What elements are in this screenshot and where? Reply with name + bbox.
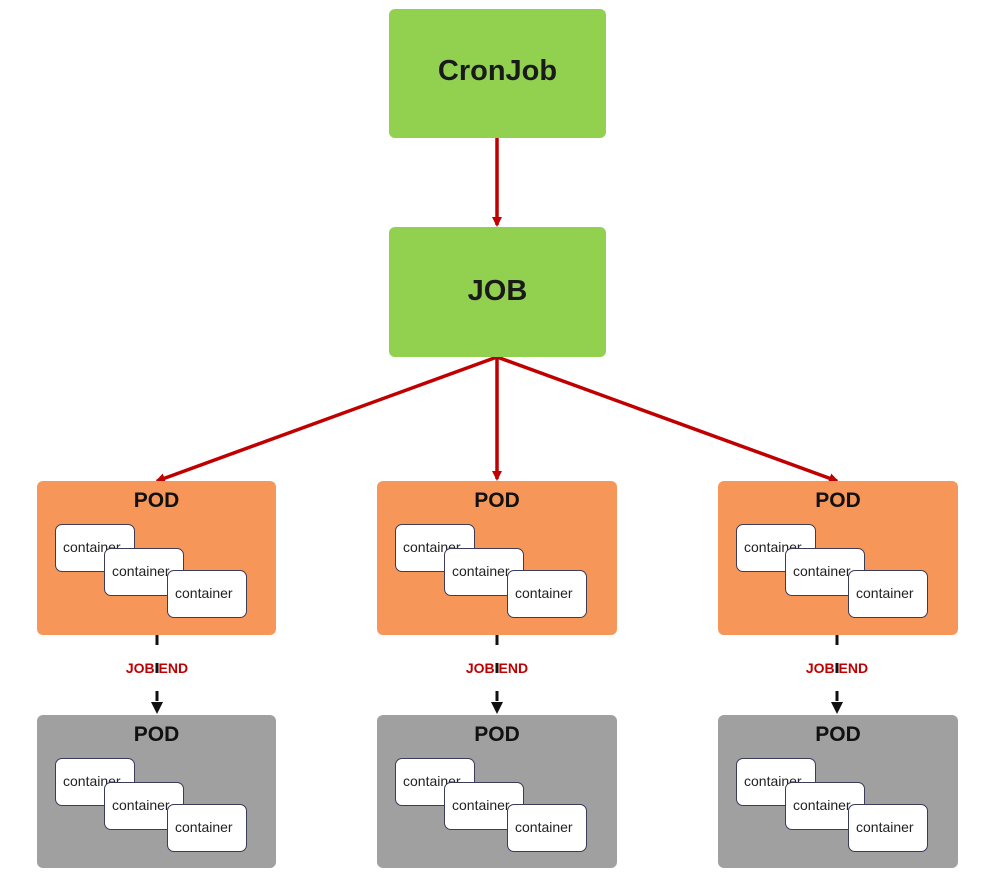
pod-title: POD <box>133 723 180 746</box>
pod-title: POD <box>474 723 520 746</box>
pod-running-3[interactable]: POD container container container <box>718 481 958 635</box>
pod-ended-1[interactable]: POD container container container <box>37 715 276 868</box>
container-box: container <box>736 758 816 806</box>
pod-ended-3[interactable]: POD container container container <box>718 715 958 868</box>
job-end-label-3: JOB END <box>805 660 869 676</box>
job-end-label-2: JOB END <box>465 660 529 676</box>
job-label: JOB <box>467 275 528 307</box>
arrow-job-to-pod-3 <box>496 355 839 483</box>
cronjob-node[interactable]: CronJob <box>389 9 606 138</box>
container-box: container <box>848 804 928 852</box>
container-box: container <box>167 570 247 618</box>
arrow-job-to-pod-1 <box>155 355 498 483</box>
pod-title: POD <box>815 489 861 512</box>
container-box: container <box>507 804 587 852</box>
job-node[interactable]: JOB <box>389 227 606 357</box>
pod-running-1[interactable]: POD container container container <box>37 481 276 635</box>
container-box: container <box>848 570 928 618</box>
pod-title: POD <box>133 489 180 512</box>
container-box: container <box>167 804 247 852</box>
pod-running-2[interactable]: POD container container container <box>377 481 617 635</box>
pod-title: POD <box>474 489 520 512</box>
container-box: container <box>507 570 587 618</box>
cronjob-label: CronJob <box>437 55 558 87</box>
job-end-label-1: JOB END <box>125 660 189 676</box>
pod-title: POD <box>815 723 861 746</box>
pod-ended-2[interactable]: POD container container container <box>377 715 617 868</box>
